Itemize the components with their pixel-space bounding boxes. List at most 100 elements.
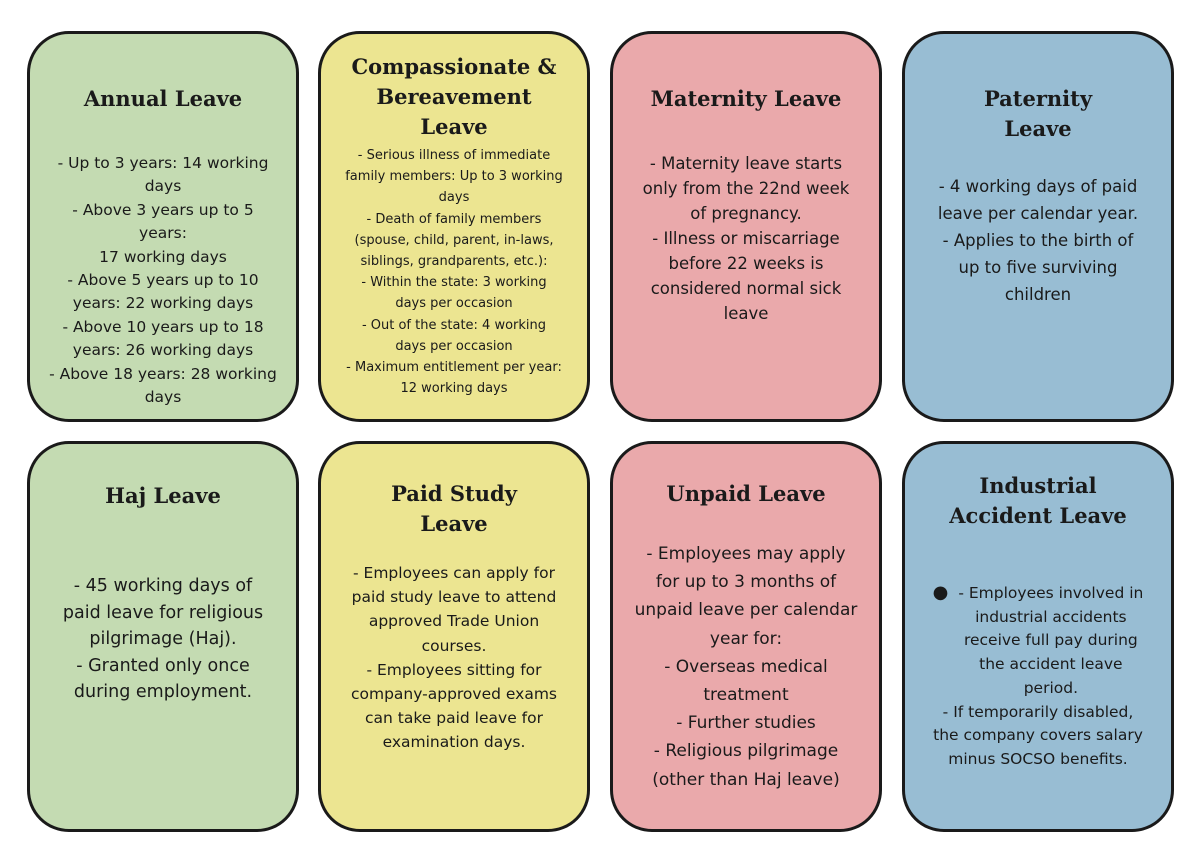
card-body-line: (spouse, child, parent, in-laws, [354,232,554,248]
card-body-line: up to five surviving [958,258,1118,277]
card-body-line: of pregnancy. [690,204,802,223]
card-body-line: 17 working days [99,247,227,266]
card-body-line: days [438,190,470,206]
card-body-line: days per occasion [395,338,513,354]
card-haj-leave: Haj Leave - 45 working days of paid leav… [27,441,299,832]
card-body-line: period. [1023,678,1079,697]
card-title: Paternity Leave [905,84,1171,144]
card-title: Industrial Accident Leave [905,471,1171,531]
card-body-line: courses. [421,636,487,655]
card-body: - Employees can apply for paid study lea… [321,561,587,755]
card-body-line: - Above 3 years up to 5 years: [72,200,254,243]
card-maternity-leave: Maternity Leave - Maternity leave starts… [610,31,882,422]
card-title: Haj Leave [30,481,296,511]
card-body-line: - 4 working days of paid [938,177,1138,196]
card-body-line: - Maximum entitlement per year: [346,360,562,376]
card-body-line: 12 working days [400,381,508,397]
card-body-line: - Within the state: 3 working [361,275,547,291]
card-body-line: - If temporarily disabled, [942,702,1134,721]
card-body-line: - Employees involved in [958,584,1144,602]
card-body-line: years: 26 working days [72,341,254,360]
card-body-line: during employment. [73,682,253,702]
card-body: - Maternity leave starts only from the 2… [613,151,879,326]
card-body-line: only from the 22nd week [642,179,850,198]
card-body-line: paid leave for religious [62,602,264,623]
card-title-line: Accident Leave [949,503,1127,528]
card-compassionate-bereavement-leave: Compassionate & Bereavement Leave - Seri… [318,31,590,422]
card-body-line: - Applies to the birth of [942,231,1134,250]
card-body-line: paid study leave to attend [351,588,557,607]
card-title: Maternity Leave [613,84,879,114]
card-body-line: - Overseas medical [664,656,828,677]
card-body-line: - Employees may apply [646,544,846,564]
card-title: Paid Study Leave [321,479,587,539]
card-body-line: family members: Up to 3 working [345,169,563,185]
card-body-line: - Above 5 years up to 10 [67,271,259,290]
card-body-line: pilgrimage (Haj). [89,629,237,649]
card-body-line: leave [723,304,769,323]
card-industrial-accident-leave: Industrial Accident Leave ● - Employees … [902,441,1174,832]
card-body-line: days per occasion [395,296,513,312]
card-body-line: days [144,177,182,196]
card-body-line: - Above 10 years up to 18 [62,317,264,336]
card-title-line: Bereavement [376,84,532,109]
card-body-line: examination days. [382,733,526,752]
card-body-line: leave per calendar year. [937,204,1139,223]
card-body-line: - Employees can apply for [353,564,555,582]
card-title-line: Industrial [979,473,1097,498]
card-body-line: can take paid leave for [365,709,543,728]
card-title-line: Haj Leave [105,483,221,508]
card-body-line: unpaid leave per calendar [634,600,858,621]
card-body-line: - Death of family members [366,211,542,227]
card-body-line: considered normal sick [650,279,842,298]
card-body-line: - Religious pilgrimage [653,741,839,762]
card-title-line: Paid Study [391,481,517,506]
bullet-text: - Employees involved in industrial accid… [958,582,1143,701]
bullet-item: ● - Employees involved in industrial acc… [915,582,1161,701]
card-body-line: - Maternity leave starts [649,154,843,173]
card-body-line: children [1004,285,1072,304]
card-body-line: - Illness or miscarriage [652,229,840,248]
card-title: Compassionate & Bereavement Leave [321,52,587,142]
card-body: - Serious illness of immediate family me… [321,145,587,399]
card-title: Annual Leave [30,84,296,114]
card-body-line: the company covers salary [933,726,1143,745]
card-title: Unpaid Leave [613,479,879,509]
card-body-line: receive full pay during [963,631,1138,650]
bullet-icon: ● [932,582,949,603]
card-body: - 4 working days of paid leave per calen… [905,173,1171,308]
card-body-line: year for: [709,628,783,649]
card-body-line: (other than Haj leave) [652,769,840,790]
card-body: - Employees may apply for up to 3 months… [613,540,879,794]
card-body-line: for up to 3 months of [655,572,837,593]
card-body-line: before 22 weeks is [668,254,824,273]
card-title-line: Unpaid Leave [666,481,826,506]
card-body-line: - Out of the state: 4 working [361,317,547,333]
card-body-line: industrial accidents [975,607,1127,626]
card-body-line: approved Trade Union [368,612,540,631]
card-body-line: - Employees sitting for [366,660,542,679]
card-annual-leave: Annual Leave - Up to 3 years: 14 working… [27,31,299,422]
card-title-line: Maternity Leave [650,86,842,111]
card-body-line: - Serious illness of immediate [357,148,551,163]
card-body-line: - Up to 3 years: 14 working [57,154,269,172]
card-body-line: treatment [703,685,789,706]
card-title-line: Paternity [983,86,1093,111]
card-body-line: company-approved exams [350,685,558,704]
card-body-line: days [144,388,182,407]
card-unpaid-leave: Unpaid Leave - Employees may apply for u… [610,441,882,832]
card-title-line: Leave [1004,116,1072,141]
card-body-line: - Granted only once [76,655,250,676]
card-title-line: Leave [420,511,488,536]
card-body-line: years: 22 working days [72,294,254,313]
card-body-line: the accident leave [979,655,1123,674]
card-body-line: - Above 18 years: 28 working [49,364,277,383]
card-title-line: Leave [420,114,488,139]
card-body-line: - 45 working days of [73,576,253,596]
card-body-line: siblings, grandparents, etc.): [360,254,548,270]
card-title-line: Compassionate & [351,54,557,79]
card-body-line: minus SOCSO benefits. [948,749,1128,768]
card-paid-study-leave: Paid Study Leave - Employees can apply f… [318,441,590,832]
card-body: - Up to 3 years: 14 working days - Above… [30,152,296,409]
card-body-line: - Further studies [676,713,816,734]
